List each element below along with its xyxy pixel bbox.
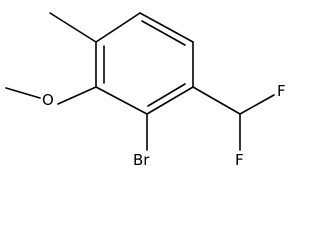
- ring-double-bond-inner-2: [147, 83, 186, 107]
- ring-bond-6: [95, 12, 141, 43]
- ring-double-bond-inner-1: [141, 20, 186, 46]
- ring-bond-3: [146, 86, 194, 115]
- carbon-fluorine-bond-1: [239, 94, 275, 115]
- ring-bond-4: [95, 86, 148, 115]
- fluorine-atom-label-2: F: [235, 151, 244, 169]
- bromine-atom-label: Br: [133, 151, 150, 169]
- molecular-structure: O Br F F: [5, 12, 286, 169]
- ring-oxygen-bond: [57, 86, 97, 105]
- methyl-bond: [49, 12, 97, 43]
- methoxy-methyl-bond: [5, 87, 41, 99]
- difluoromethyl-bond: [192, 86, 241, 115]
- fluorine-atom-label-1: F: [277, 82, 286, 100]
- oxygen-atom-label: O: [42, 91, 54, 109]
- benzene-ring: [95, 12, 194, 115]
- ring-bond-1: [139, 12, 194, 43]
